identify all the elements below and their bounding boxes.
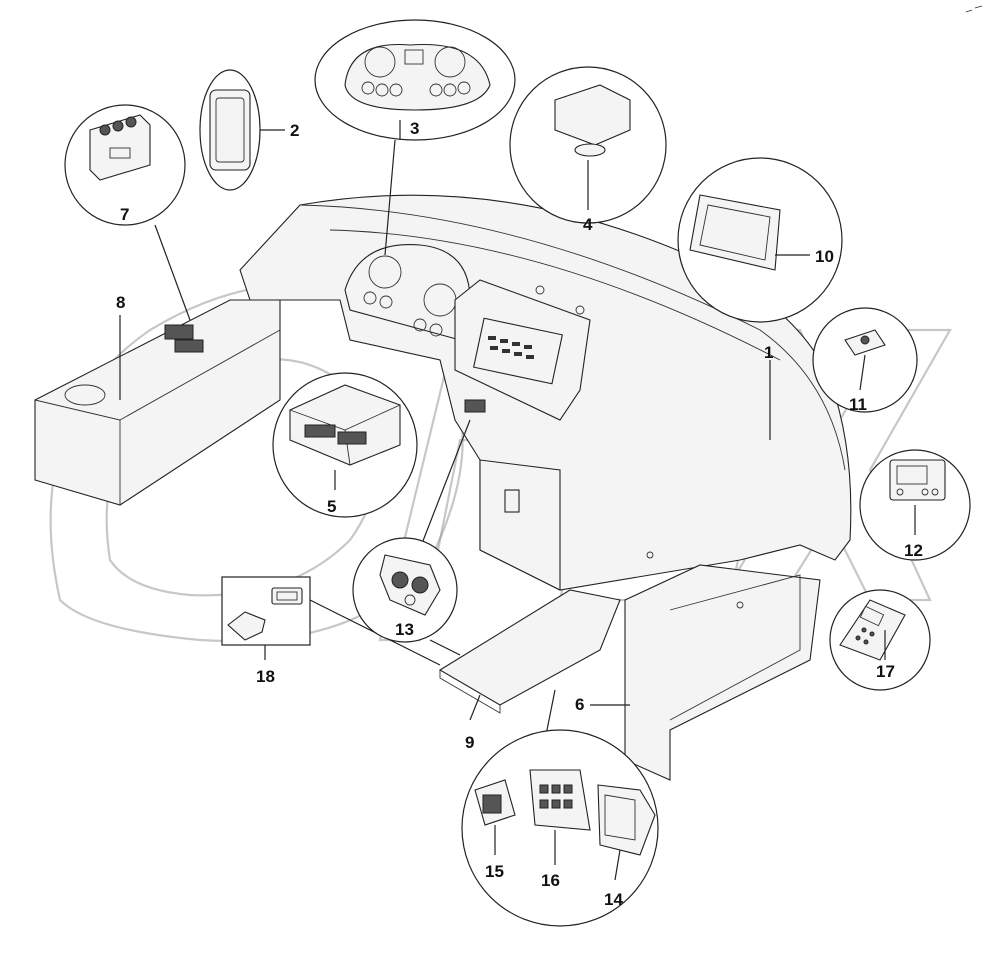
floor-plate — [438, 589, 621, 714]
callout-circle-13 — [352, 537, 458, 643]
callout-4: 4 — [583, 215, 593, 234]
callout-10: 10 — [815, 247, 834, 266]
callout-8: 8 — [116, 293, 125, 312]
callout-circle-10 — [677, 157, 843, 323]
callout-9: 9 — [465, 733, 474, 752]
callout-2: 2 — [290, 121, 299, 140]
callout-12: 12 — [904, 541, 923, 560]
callout-box-18 — [221, 576, 311, 660]
callout-18: 18 — [256, 667, 275, 686]
callout-circle-5 — [272, 372, 418, 518]
corner-marks — [965, 5, 983, 13]
callout-5: 5 — [327, 497, 336, 516]
callout-1: 1 — [764, 343, 773, 362]
right-side-panel — [624, 564, 821, 781]
callout-circle-3 — [314, 19, 516, 141]
callout-circle-2 — [199, 69, 285, 191]
callout-circle-4 — [509, 66, 667, 224]
callout-16: 16 — [541, 871, 560, 890]
callout-14: 14 — [604, 890, 623, 909]
callout-3: 3 — [410, 119, 419, 138]
callout-circle-7 — [64, 104, 186, 226]
callout-circle-11 — [812, 307, 918, 413]
callout-17: 17 — [876, 662, 895, 681]
left-console-box — [34, 299, 281, 506]
callout-circle-12 — [859, 449, 971, 561]
callout-13: 13 — [395, 620, 414, 639]
callout-11: 11 — [849, 395, 867, 414]
callout-6: 6 — [575, 695, 584, 714]
callout-7: 7 — [120, 205, 129, 224]
callout-circle-14-15-16 — [461, 729, 659, 927]
callout-15: 15 — [485, 862, 504, 881]
callout-circle-17 — [829, 589, 931, 691]
callout-labels: 1 2 3 4 5 6 7 8 9 10 11 12 13 14 15 16 1… — [116, 119, 923, 909]
